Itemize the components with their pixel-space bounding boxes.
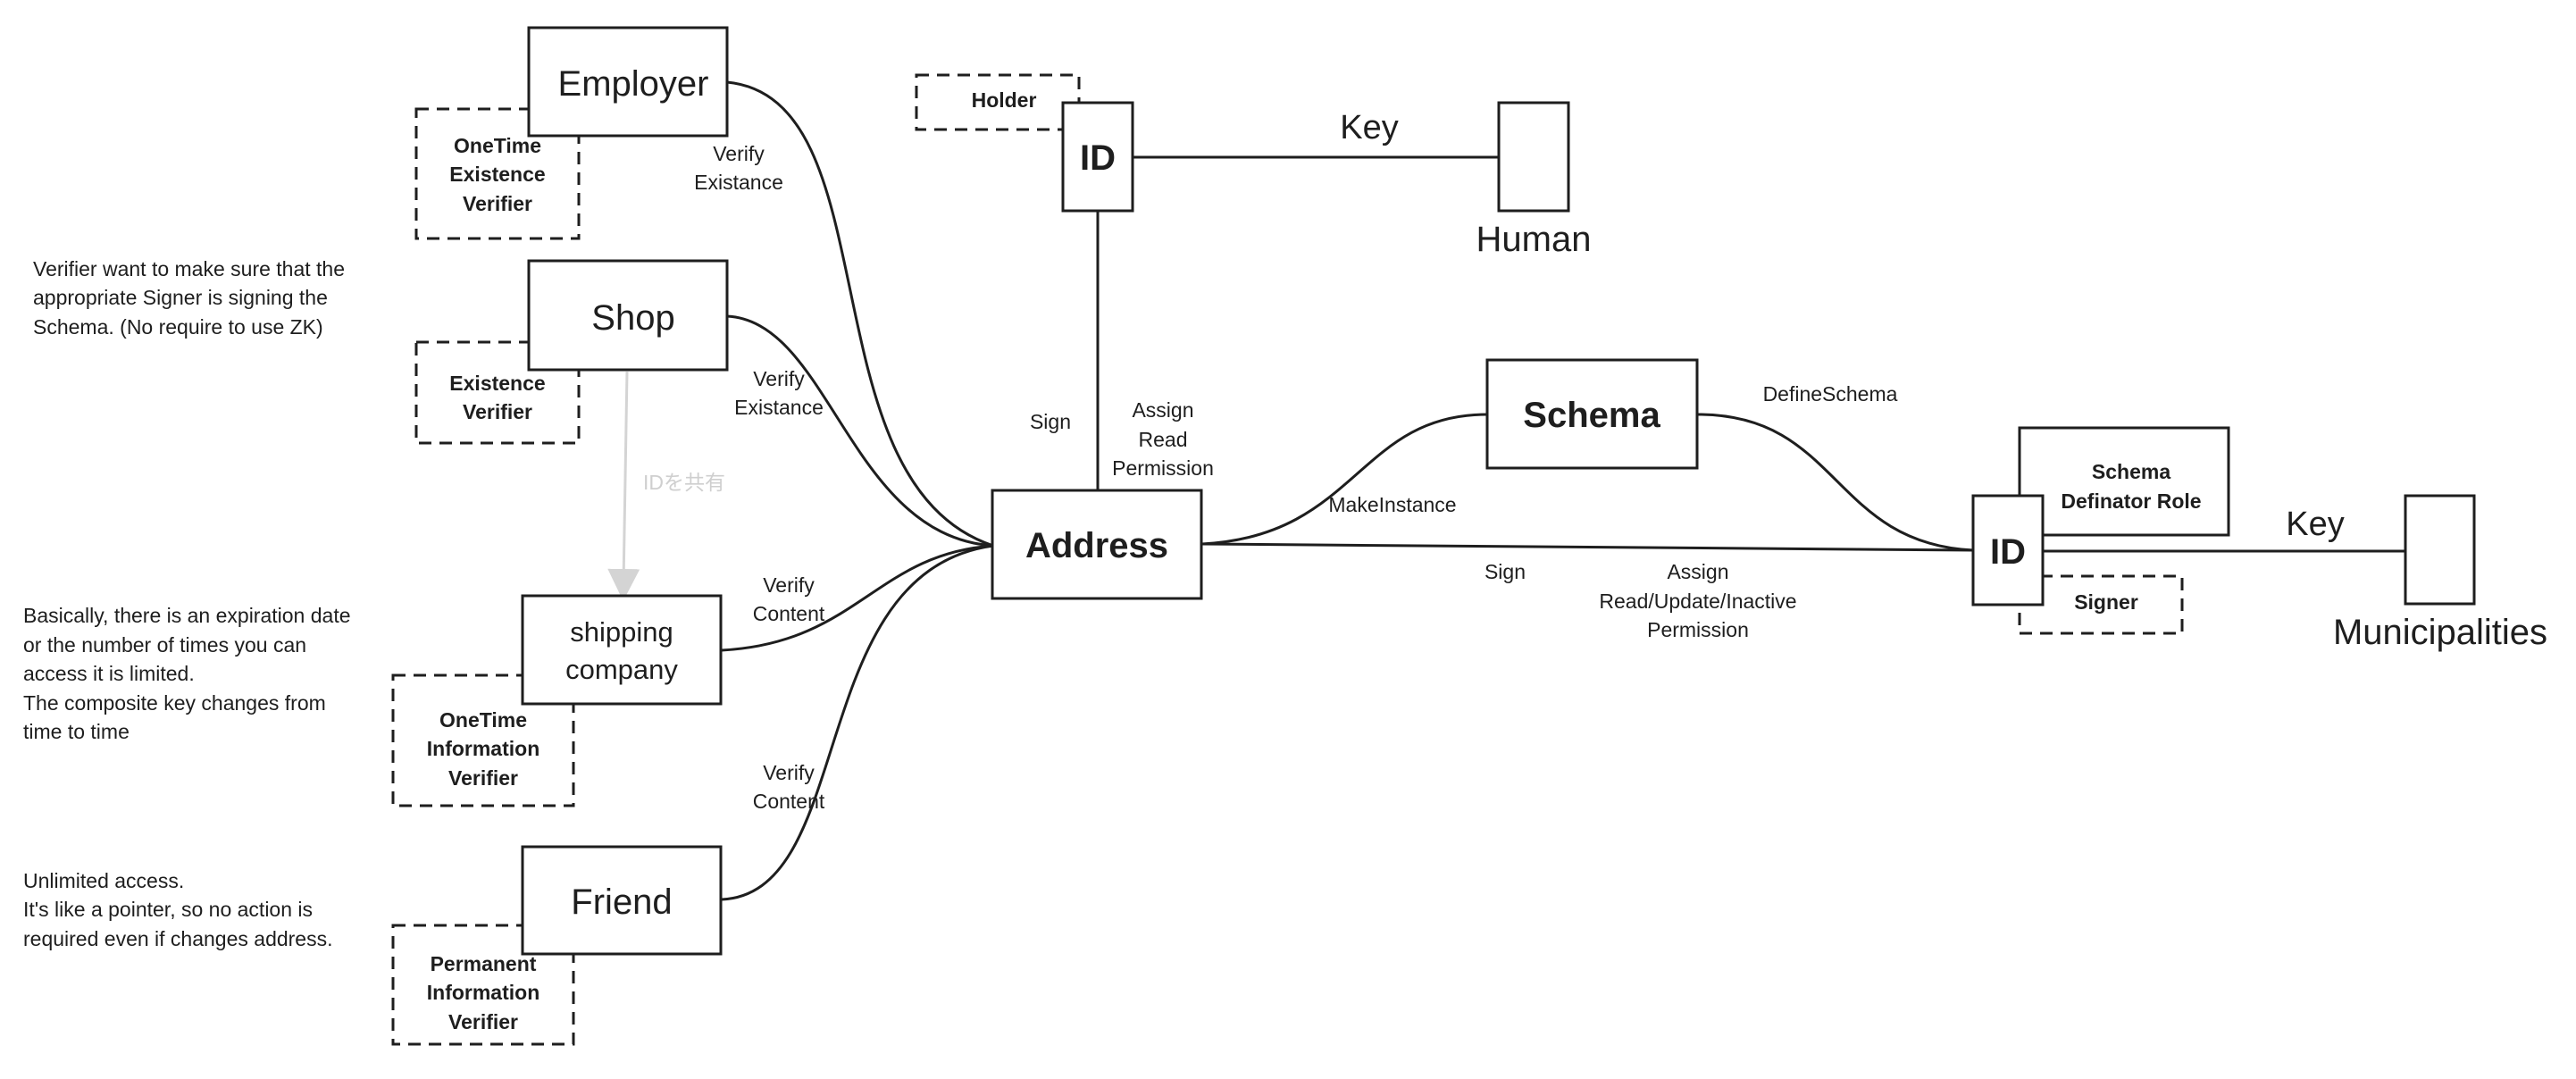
node-label: Employer (558, 64, 709, 104)
note-line: Unlimited access. (23, 869, 184, 892)
node-employer: Employer (527, 26, 729, 138)
edge-address-id-right (1201, 542, 1974, 552)
note-line: time to time (23, 720, 130, 743)
note-line: Verifier want to make sure that the (33, 257, 345, 280)
edge-label: Content (753, 602, 825, 625)
node-schema: Schema (1485, 358, 1699, 470)
role-label: Holder (972, 88, 1037, 112)
role-label: OneTime (439, 708, 527, 732)
note-line: It's like a pointer, so no action is (23, 898, 313, 921)
node-shipping-company: shipping company (521, 594, 723, 706)
node-label: Shop (591, 298, 674, 338)
note-line: appropriate Signer is signing the (33, 286, 328, 309)
edge-label: Key (1340, 109, 1398, 146)
node-label: ID (1080, 138, 1116, 178)
node-friend: Friend (521, 845, 723, 956)
verifier-note: Verifier want to make sure that the appr… (33, 257, 345, 339)
role-onetime-information-verifier: OneTime Information Verifier (391, 673, 575, 807)
role-label: Information (427, 737, 540, 760)
edge-label: Assign (1667, 560, 1728, 583)
node-municipalities: Municipalities (2333, 494, 2547, 652)
edge-shipping-address (721, 544, 994, 652)
note-line: required even if changes address. (23, 927, 333, 950)
edge-label: IDを共有 (643, 471, 725, 494)
node-id-right: ID (1971, 494, 2045, 606)
edge-label: Permission (1112, 456, 1214, 480)
note-line: or the number of times you can (23, 633, 306, 657)
expiration-note: Basically, there is an expiration date o… (23, 604, 351, 743)
edge-label: Verify (713, 142, 765, 165)
edge-label: Read (1139, 428, 1188, 451)
edge-label: MakeInstance (1328, 493, 1456, 516)
edge-label: Verify (763, 761, 815, 784)
edge-label: Assign (1132, 398, 1193, 422)
edge-label: Existance (694, 171, 783, 194)
node-label: Friend (571, 882, 672, 922)
edge-label: Sign (1030, 410, 1071, 433)
edge-label: Sign (1485, 560, 1526, 583)
role-schema-definator: Schema Definator Role (2018, 426, 2230, 537)
edge-label: Existance (734, 396, 824, 419)
role-label: Signer (2074, 590, 2138, 614)
edge-schema-id-right (1697, 413, 1974, 552)
role-label: Schema (2092, 460, 2170, 483)
node-shop: Shop (527, 259, 729, 372)
role-label: Verifier (463, 400, 532, 423)
node-label: company (565, 654, 678, 685)
node-label: Schema (1523, 396, 1660, 435)
role-label: Permanent (431, 952, 537, 975)
node-label: Municipalities (2333, 613, 2547, 652)
node-id-top: ID (1061, 101, 1134, 213)
node-human: Human (1476, 101, 1592, 259)
edge-label: Read/Update/Inactive (1599, 590, 1796, 613)
edge-label: Verify (753, 367, 805, 390)
node-label: Address (1025, 526, 1168, 565)
edge-label: Content (753, 790, 825, 813)
role-label: Existence (449, 372, 545, 395)
node-label: shipping (570, 616, 673, 648)
edge-shop-shipping-shared-id (607, 371, 640, 601)
note-line: The composite key changes from (23, 691, 326, 715)
node-label: ID (1990, 532, 2026, 572)
note-line: Basically, there is an expiration date (23, 604, 351, 627)
edge-friend-address (721, 544, 994, 901)
role-label: Verifier (448, 766, 518, 790)
edge-label: Key (2286, 506, 2344, 543)
unlimited-note: Unlimited access. It's like a pointer, s… (23, 869, 333, 950)
note-line: Schema. (No require to use ZK) (33, 315, 323, 339)
role-label: Information (427, 981, 540, 1004)
role-label: Verifier (463, 192, 532, 215)
edge-address-schema (1201, 413, 1488, 546)
role-label: Existence (449, 163, 545, 186)
edge-label: Verify (763, 573, 815, 597)
edge-employer-address (726, 80, 994, 548)
role-label: Definator Role (2061, 489, 2201, 513)
edge-label: DefineSchema (1763, 382, 1898, 406)
node-label: Human (1476, 220, 1592, 259)
role-holder: Holder (915, 73, 1081, 131)
node-address: Address (991, 489, 1203, 600)
role-label: OneTime (454, 134, 541, 157)
note-line: access it is limited. (23, 662, 195, 685)
edge-label: Permission (1647, 618, 1749, 641)
edge-shop-address (726, 314, 994, 548)
role-label: Verifier (448, 1010, 518, 1033)
